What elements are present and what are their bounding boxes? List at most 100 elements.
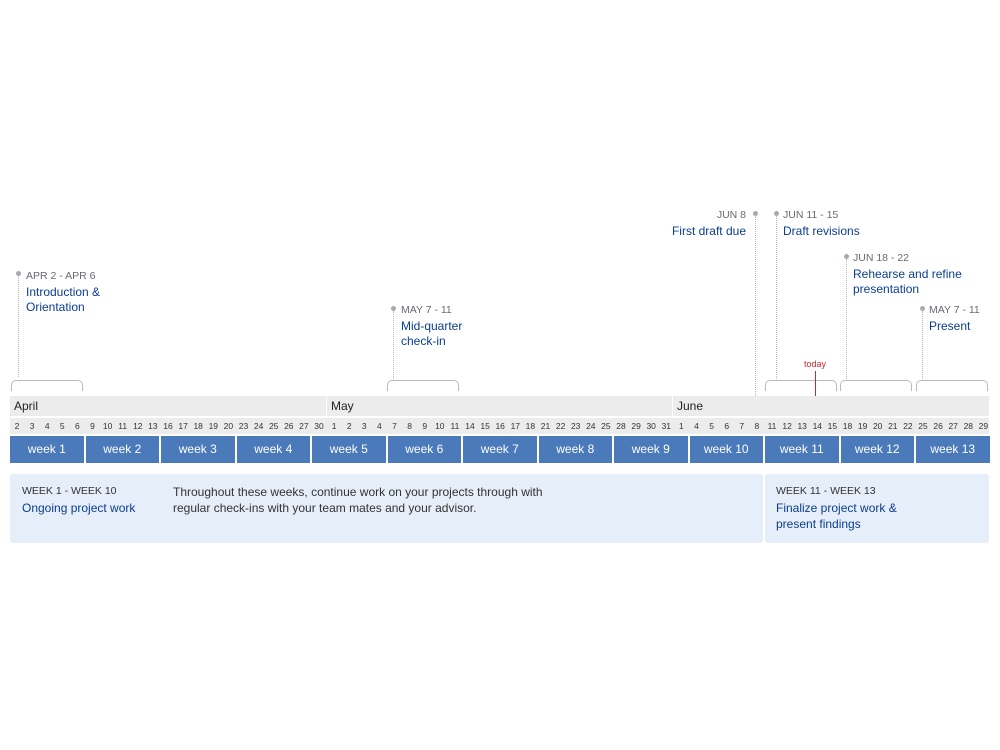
milestone-dot [774,211,779,216]
day-number: 21 [888,421,898,431]
milestone-title: Rehearse and refine presentation [853,267,962,296]
day-number: 22 [903,421,913,431]
milestone-date: JUN 18 - 22 [853,252,910,264]
month-separator [326,396,327,416]
day-number: 27 [299,421,309,431]
day-number: 20 [223,421,234,431]
milestone-dot [16,271,21,276]
ongoing-work-panel: WEEK 1 - WEEK 10 Ongoing project work Th… [10,474,763,543]
day-number: 12 [782,421,792,431]
day-number: 25 [918,421,928,431]
milestone-first-draft: JUN 8 First draft due [650,208,746,239]
day-number: 29 [631,421,641,431]
week-block: week 5 [312,436,386,463]
day-number: 23 [238,421,249,431]
milestone-bracket [765,380,837,391]
day-number: 14 [465,421,475,431]
day-number: 24 [586,421,596,431]
week-block: week 6 [387,436,461,463]
day-number: 13 [148,421,158,431]
panel-title: Ongoing project work [22,501,136,515]
day-number: 27 [948,421,958,431]
panel-week-range: WEEK 1 - WEEK 10 [22,485,117,497]
month-label: May [331,399,354,413]
panel-description: Throughout these weeks, continue work on… [173,485,543,515]
milestone-date: APR 2 - APR 6 [26,270,96,282]
day-number: 5 [709,421,714,431]
week-block: week 4 [236,436,310,463]
milestone-dot [753,211,758,216]
day-number: 3 [29,421,35,431]
month-label: June [677,399,704,413]
day-number: 1 [331,421,337,431]
milestone-mid-quarter: MAY 7 - 11 Mid-quarter check-in [401,303,491,349]
day-number: 2 [14,421,20,431]
day-number: 16 [495,421,505,431]
month-bar: April May June [10,396,989,416]
day-number: 12 [133,421,143,431]
milestone-bracket [840,380,912,391]
day-number: 13 [797,421,807,431]
day-number: 7 [392,421,397,431]
day-number: 18 [525,421,536,431]
week-block: week 12 [840,436,914,463]
week-block: week 9 [614,436,688,463]
week-block: week 3 [161,436,235,463]
day-number: 9 [422,421,428,431]
milestone-bracket [11,380,83,391]
milestone-introduction: APR 2 - APR 6 Introduction & Orientation [26,269,136,315]
day-number: 20 [872,421,883,431]
milestone-title: Introduction & Orientation [26,285,101,314]
milestone-date: MAY 7 - 11 [401,304,452,316]
milestone-bracket [916,380,988,391]
day-number: 6 [75,421,80,431]
week-block: week 1 [10,436,84,463]
milestone-title: Present [929,319,971,333]
finalize-panel: WEEK 11 - WEEK 13 Finalize project work … [765,474,989,543]
day-number: 31 [661,421,672,431]
day-number: 19 [857,421,868,431]
day-number: 15 [480,421,490,431]
week-block: week 8 [538,436,612,463]
day-number: 7 [739,421,745,431]
milestone-title: Draft revisions [783,224,860,238]
month-separator [672,396,673,416]
day-number: 25 [268,421,279,431]
day-number: 19 [208,421,219,431]
milestone-dot [844,254,849,259]
milestone-title: First draft due [671,224,746,238]
milestone-rehearse: JUN 18 - 22 Rehearse and refine presenta… [853,251,983,297]
milestone-present: MAY 7 - 11 Present [929,303,989,334]
week-block: week 11 [765,436,839,463]
milestone-bracket [387,380,459,391]
day-number: 16 [163,421,173,431]
day-number: 11 [450,421,460,431]
day-number: 23 [570,421,581,431]
milestone-date: JUN 8 [716,209,746,221]
day-number: 4 [44,421,50,431]
day-number: 10 [102,421,113,431]
day-number: 22 [555,421,566,431]
day-number: 25 [601,421,611,431]
panel-week-range: WEEK 11 - WEEK 13 [776,485,876,497]
day-number: 17 [178,421,188,431]
day-number: 21 [540,421,551,431]
milestone-dot [391,306,396,311]
milestone-draft-revisions: JUN 11 - 15 Draft revisions [783,208,883,239]
day-number: 14 [812,421,823,431]
day-number: 24 [253,421,264,431]
day-number: 29 [978,421,989,431]
milestone-leader-line [846,259,847,379]
day-number: 2 [346,421,352,431]
day-number: 4 [694,421,699,431]
milestone-leader-line [755,216,756,396]
week-block: week 13 [916,436,990,463]
milestone-title: Mid-quarter check-in [401,319,463,348]
milestone-leader-line [18,275,19,377]
day-number: 8 [407,421,412,431]
month-label: April [14,399,39,413]
week-block: week 2 [85,436,159,463]
day-number: 1 [679,421,684,431]
